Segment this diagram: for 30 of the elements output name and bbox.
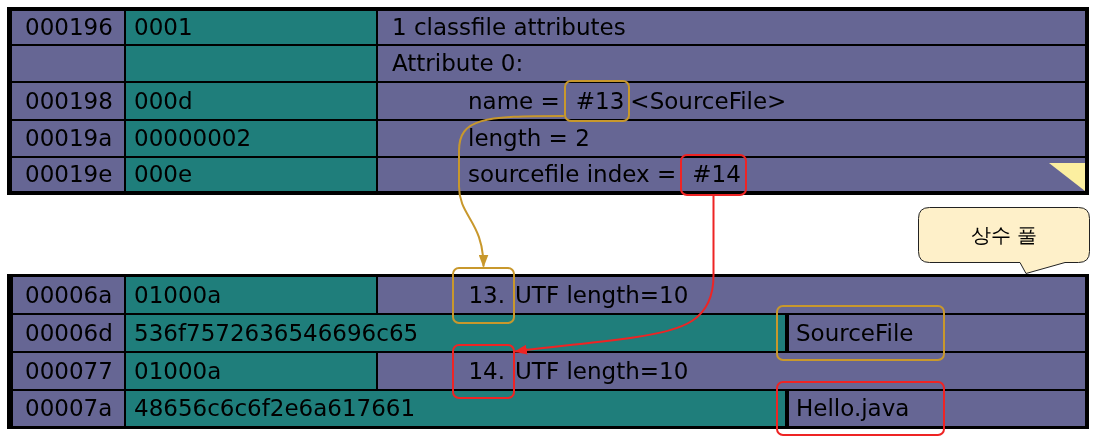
field-description: 1 classfile attributes: [392, 14, 626, 41]
field-description: UTF length=10: [515, 357, 689, 385]
field-description: sourcefile index =: [468, 161, 677, 188]
highlighted-string: SourceFile: [776, 305, 945, 361]
hex-bytes: 00000002: [134, 125, 252, 152]
byte-offset: 00019e: [25, 161, 113, 188]
highlighted-string: Hello.java: [776, 381, 945, 436]
hex-bytes: 01000a: [134, 281, 222, 309]
hex-bytes: 000d: [134, 87, 193, 115]
field-description: name =: [468, 87, 560, 115]
byte-offset: 00006d: [25, 319, 113, 347]
field-description: Attribute 0:: [392, 50, 524, 77]
hex-bytes: 000e: [134, 161, 193, 188]
byte-offset: 00019a: [25, 125, 113, 152]
field-description: UTF length=10: [515, 281, 689, 309]
field-description: <SourceFile>: [630, 87, 787, 115]
hex-bytes: 01000a: [134, 357, 222, 385]
byte-offset: 00007a: [25, 395, 113, 422]
curved-arrow: [514, 194, 715, 355]
byte-offset: 00006a: [25, 281, 113, 309]
field-description: length = 2: [468, 125, 590, 152]
hex-bytes: 48656c6c6f2e6a617661: [134, 395, 416, 422]
byte-offset: 000196: [25, 14, 113, 41]
hex-bytes: 536f7572636546696c65: [134, 319, 419, 347]
hex-bytes: 0001: [134, 14, 193, 41]
byte-offset: 000198: [25, 87, 113, 115]
callout-bubble: 상수 풀: [918, 207, 1090, 274]
highlighted-index: #14: [680, 153, 747, 196]
byte-offset: 000077: [25, 357, 113, 385]
curved-arrow: [458, 115, 565, 268]
